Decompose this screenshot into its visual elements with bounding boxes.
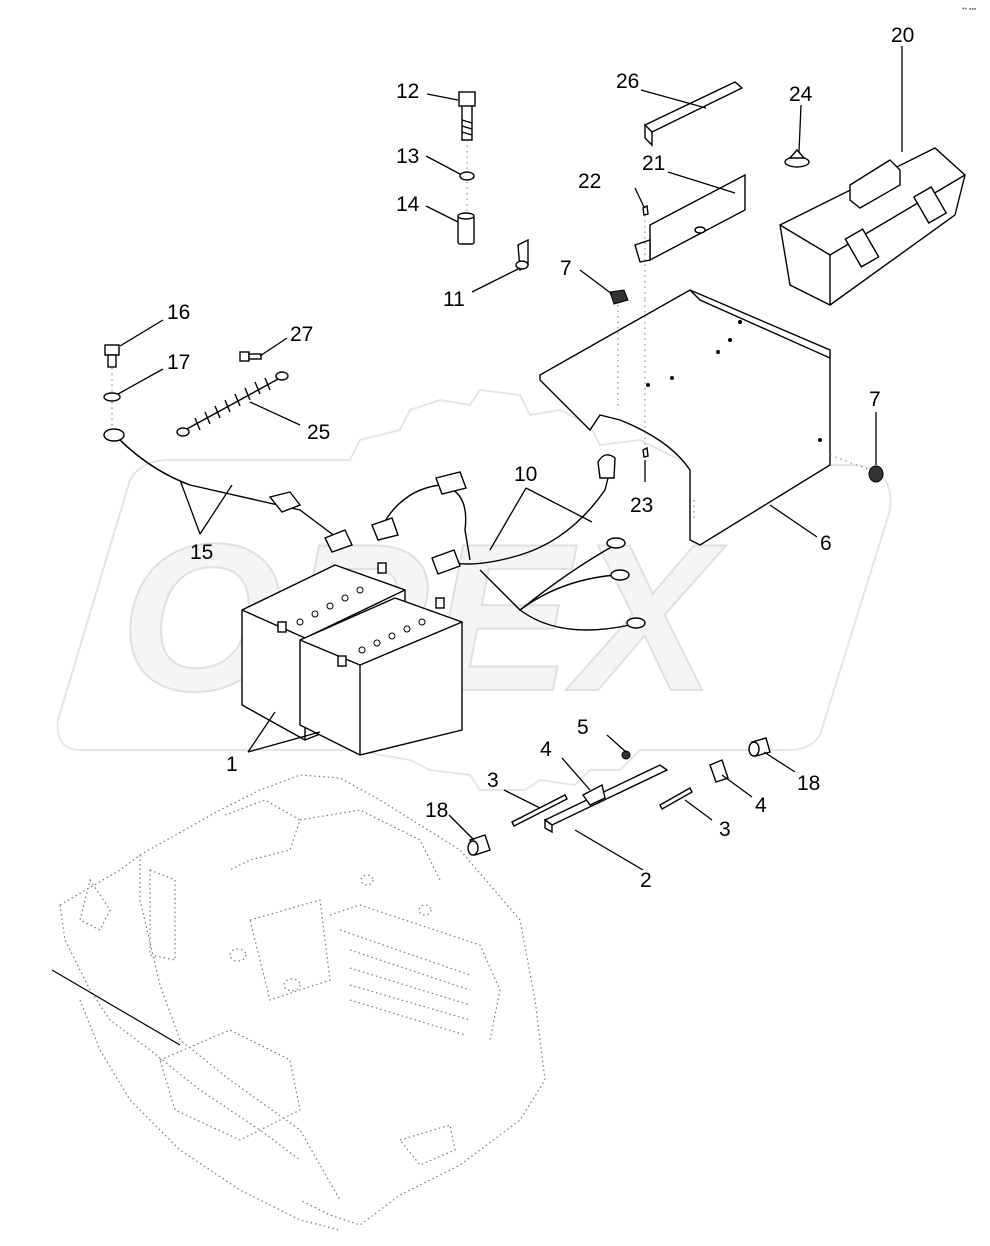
callout-5: 5 (577, 716, 589, 739)
pin-11 (515, 238, 529, 272)
bolt-12 (458, 91, 476, 141)
corner-mark: •• ▪▪▪ (962, 6, 977, 13)
rail-26 (643, 81, 744, 147)
callout-12: 12 (396, 80, 419, 103)
machine-outline-dotted (51, 774, 546, 1231)
callout-18-left: 18 (425, 799, 448, 822)
nut-5 (621, 750, 631, 760)
nut-7-right (868, 465, 884, 483)
mounting-bracket-21 (634, 173, 746, 263)
battery-cover-6 (539, 289, 831, 546)
callout-26: 26 (616, 70, 639, 93)
nut-7-top (609, 289, 629, 305)
callout-labels: 20 26 24 12 13 21 22 14 7 11 16 27 17 7 … (167, 24, 914, 892)
callout-3-right: 3 (719, 818, 731, 841)
callout-27: 27 (290, 323, 313, 346)
callout-17: 17 (167, 351, 190, 374)
washer-17 (103, 392, 121, 402)
callout-22: 22 (578, 170, 601, 193)
callout-15: 15 (190, 541, 213, 564)
watermark-gear-outline (56, 388, 892, 791)
screw-23 (642, 446, 649, 458)
battery-pair (241, 562, 463, 756)
callout-11: 11 (443, 288, 465, 311)
cap-24 (784, 148, 810, 168)
callout-21: 21 (642, 152, 665, 175)
callout-6: 6 (820, 532, 832, 555)
callout-13: 13 (396, 145, 419, 168)
clip-4-right (709, 759, 729, 783)
ground-cable-15 (103, 428, 353, 553)
rod-3-right (659, 787, 693, 810)
battery-cable-set-10 (371, 454, 646, 631)
strap-25 (176, 371, 289, 437)
callout-25: 25 (307, 421, 330, 444)
bolt-16 (104, 344, 120, 368)
rod-3-left (511, 794, 568, 827)
callout-4-right: 4 (755, 794, 767, 817)
callout-18-right: 18 (797, 772, 820, 795)
callout-14: 14 (396, 193, 420, 216)
callout-23: 23 (630, 494, 653, 517)
bumper-18-left (467, 834, 491, 856)
callout-7-top: 7 (560, 257, 572, 280)
callout-4-left: 4 (540, 738, 552, 761)
callout-3-left: 3 (487, 769, 499, 792)
toolbox-20 (779, 147, 966, 306)
callout-24: 24 (789, 83, 813, 106)
spacer-14 (457, 212, 475, 245)
bumper-18-right (748, 737, 771, 757)
callout-16: 16 (167, 301, 190, 324)
callout-20: 20 (891, 24, 914, 47)
hold-down-bar-2 (543, 764, 669, 834)
callout-7-right: 7 (869, 388, 881, 411)
callout-1: 1 (226, 753, 238, 776)
callout-10: 10 (514, 463, 537, 486)
screw-27 (239, 351, 262, 362)
washer-13 (459, 171, 475, 181)
callout-2: 2 (640, 869, 652, 892)
clip-4-left (581, 783, 606, 806)
screw-22 (642, 204, 649, 216)
leader-lines (117, 46, 903, 871)
